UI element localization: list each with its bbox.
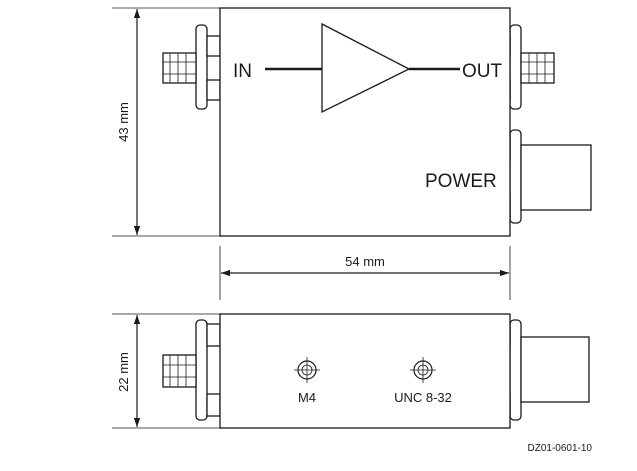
side-view: M4 UNC 8-32 22 mm — [112, 313, 590, 429]
output-label: OUT — [462, 61, 503, 82]
power-connector — [496, 129, 592, 224]
unc-mounting-hole — [410, 357, 436, 383]
width-dimension: 54 mm — [219, 246, 511, 300]
width-dimension-label: 54 mm — [345, 254, 385, 269]
input-label: IN — [233, 61, 252, 82]
amplifier-housing-top — [219, 7, 511, 237]
input-connector — [162, 24, 221, 110]
top-view: IN OUT POWER 43 mm 54 mm — [112, 7, 592, 300]
drawing-number: DZ01-0601-10 — [528, 443, 593, 454]
unc-hole-label: UNC 8-32 — [394, 390, 452, 405]
height-dimension-top-label: 43 mm — [116, 102, 131, 142]
amplifier-triangle — [321, 22, 411, 114]
power-label: POWER — [425, 171, 497, 192]
height-dimension-top: 43 mm — [112, 7, 220, 237]
height-dimension-side: 22 mm — [112, 313, 220, 429]
height-dimension-side-label: 22 mm — [116, 352, 131, 392]
amplifier-housing-side — [219, 313, 511, 429]
side-power-connector — [496, 319, 590, 421]
side-input-connector — [162, 319, 221, 421]
m4-hole-label: M4 — [298, 390, 316, 405]
m4-mounting-hole — [294, 357, 320, 383]
